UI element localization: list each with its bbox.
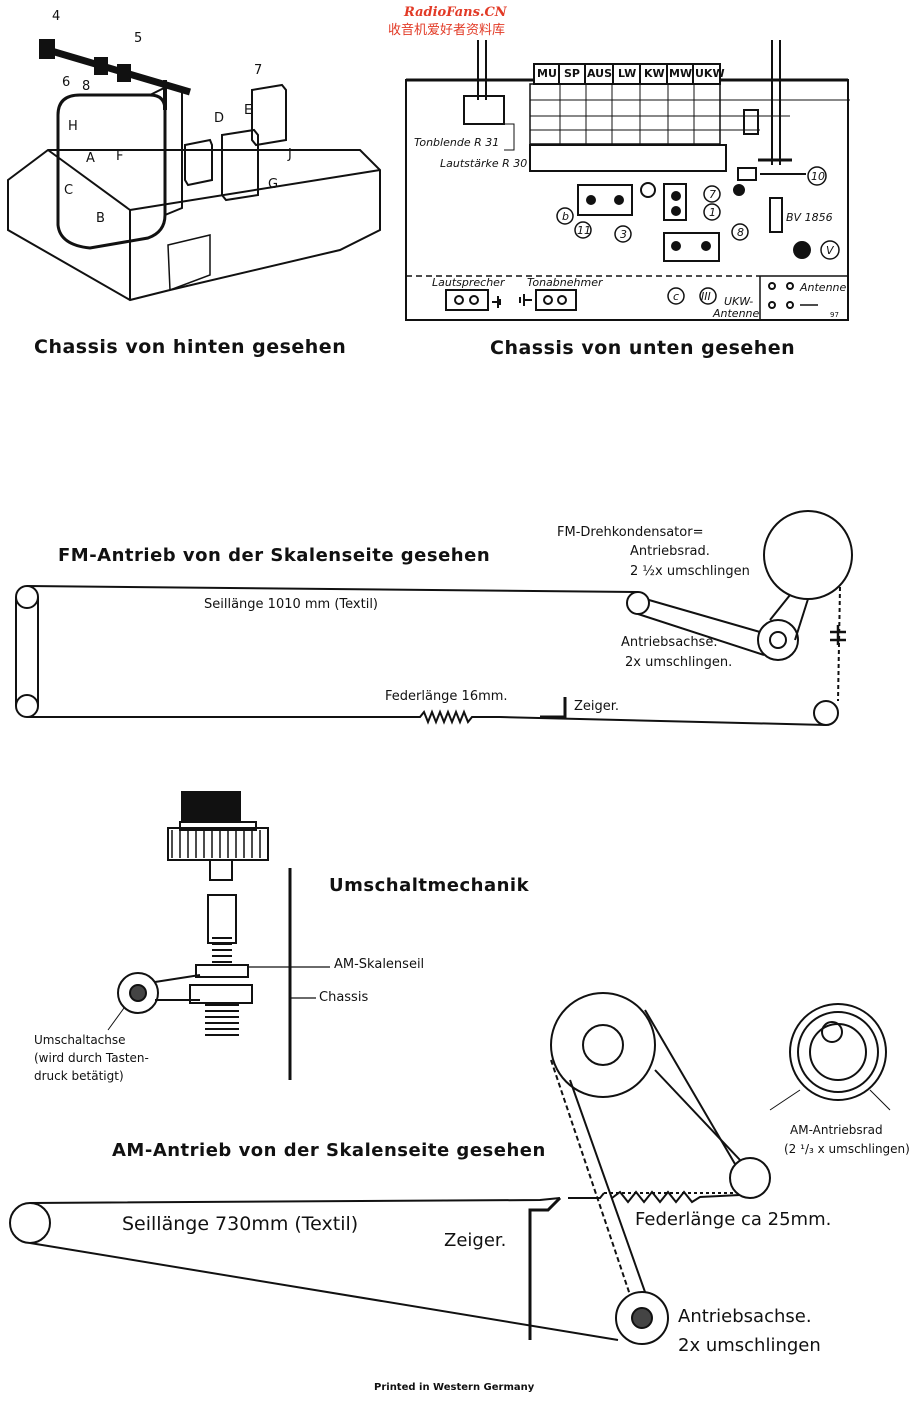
chassis-rear-drawing xyxy=(7,39,381,302)
umschaltachse-label-2: (wird durch Tasten- xyxy=(34,1051,149,1065)
circle-iii: III xyxy=(701,290,711,303)
chassis-bottom-drawing xyxy=(405,40,850,321)
circle-1: 1 xyxy=(709,206,716,219)
umschalt-title: Umschaltmechanik xyxy=(329,875,530,896)
umschalt-drawing xyxy=(107,791,330,1080)
circle-11: 11 xyxy=(577,224,591,237)
am-drive-title: AM-Antrieb von der Skalenseite gesehen xyxy=(112,1140,546,1161)
circle-c: c xyxy=(673,290,680,303)
rear-label-d: D xyxy=(214,111,225,126)
am-achse-label-1: Antriebsachse. xyxy=(678,1306,812,1327)
rear-label-8: 8 xyxy=(82,79,91,94)
umschaltachse-label-3: druck betätigt) xyxy=(34,1069,124,1083)
fm-feder-label: Federlänge 16mm. xyxy=(385,689,508,704)
antenne-label: Antenne xyxy=(800,281,847,294)
chassis-label: Chassis xyxy=(319,990,369,1005)
ukw-antenne-label-2: Antenne xyxy=(713,307,760,320)
rear-label-e: E xyxy=(244,103,253,118)
button-sp: SP xyxy=(564,67,580,80)
am-skalenseil-label: AM-Skalenseil xyxy=(334,957,425,972)
fm-achse-label-2: 2x umschlingen. xyxy=(625,655,733,670)
tonabnehmer-label: Tonabnehmer xyxy=(527,276,603,289)
rear-label-4: 4 xyxy=(52,9,61,24)
fm-drive-title: FM-Antrieb von der Skalenseite gesehen xyxy=(58,545,491,566)
fm-seil-label: Seillänge 1010 mm (Textil) xyxy=(204,597,379,612)
rear-label-c: C xyxy=(64,183,74,198)
fm-drehko-label-1: FM-Drehkondensator= xyxy=(557,525,704,540)
page-mark: 97 xyxy=(830,311,839,319)
circle-10: 10 xyxy=(811,170,825,183)
button-ukw: UKW xyxy=(695,67,725,80)
chassis-bottom-caption: Chassis von unten gesehen xyxy=(490,337,796,359)
chassis-rear-caption: Chassis von hinten gesehen xyxy=(34,336,347,358)
button-mu: MU xyxy=(537,67,557,80)
circle-7: 7 xyxy=(709,188,716,201)
ukw-antenne-label-1: UKW- xyxy=(724,295,754,308)
rear-label-h: H xyxy=(68,119,78,134)
bv-label: BV 1856 xyxy=(786,211,833,224)
button-mw: MW xyxy=(669,67,693,80)
am-achse-label-2: 2x umschlingen xyxy=(678,1335,821,1356)
fm-drehko-label-2: Antriebsrad. xyxy=(630,544,710,559)
button-kw: KW xyxy=(644,67,665,80)
fm-drehko-label-3: 2 ½x umschlingen xyxy=(630,564,750,579)
umschaltachse-label-1: Umschaltachse xyxy=(34,1033,126,1047)
am-zeiger-label: Zeiger. xyxy=(444,1230,507,1251)
circle-3: 3 xyxy=(620,228,627,241)
button-aus: AUS xyxy=(587,67,613,80)
fm-zeiger-label: Zeiger. xyxy=(574,699,620,714)
am-seil-label: Seillänge 730mm (Textil) xyxy=(122,1213,359,1235)
am-rad-label-2: (2 ¹/₃ x umschlingen) xyxy=(784,1142,910,1156)
rear-label-j: J xyxy=(288,147,292,162)
circle-v: V xyxy=(826,244,834,257)
watermark-subtitle: 收音机爱好者资料库 xyxy=(388,23,506,38)
rear-label-b: B xyxy=(96,211,105,226)
am-feder-label: Federlänge ca 25mm. xyxy=(635,1209,832,1230)
fm-drive-drawing xyxy=(15,510,853,726)
button-lw: LW xyxy=(618,67,637,80)
footer-print: Printed in Western Germany xyxy=(374,1382,535,1393)
rear-label-a: A xyxy=(86,151,95,166)
rear-label-g: G xyxy=(268,177,279,192)
am-rad-label-1: AM-Antriebsrad xyxy=(790,1123,883,1137)
tonblende-label: Tonblende R 31 xyxy=(414,136,500,149)
rear-label-f: F xyxy=(116,149,124,164)
rear-label-5: 5 xyxy=(134,31,143,46)
lautstaerke-label: Lautstärke R 30 xyxy=(440,157,528,170)
lautsprecher-label: Lautsprecher xyxy=(432,276,505,289)
rear-label-7: 7 xyxy=(254,63,263,78)
circle-b: b xyxy=(562,210,569,223)
circle-8: 8 xyxy=(737,226,744,239)
am-drive-drawing xyxy=(9,992,891,1345)
rear-label-6: 6 xyxy=(62,75,71,90)
watermark-site: RadioFans.CN xyxy=(404,5,507,20)
fm-achse-label-1: Antriebsachse. xyxy=(621,635,718,650)
